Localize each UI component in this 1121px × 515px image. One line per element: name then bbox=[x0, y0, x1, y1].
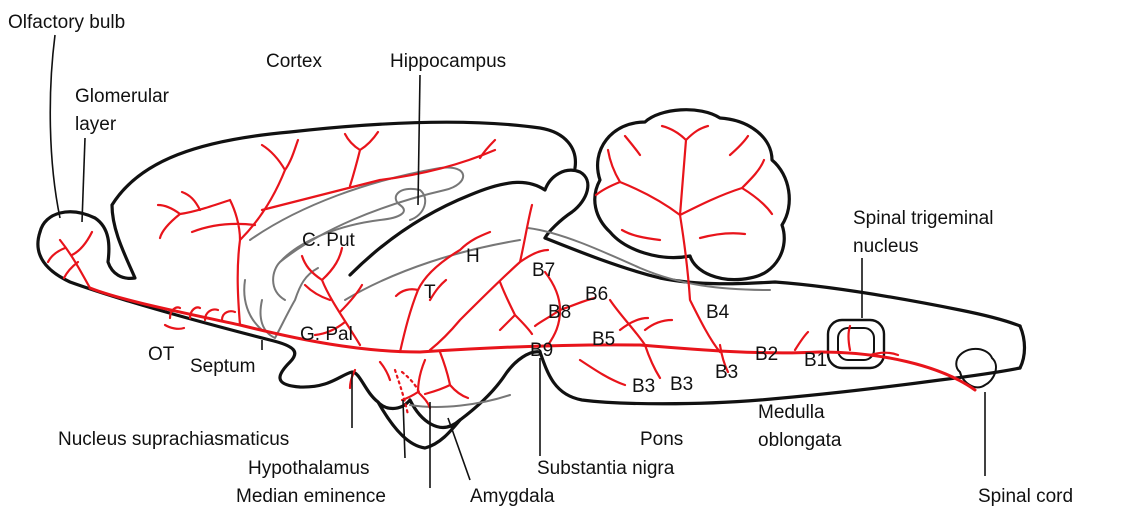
projection-fibers bbox=[48, 126, 975, 415]
leader-lines bbox=[50, 35, 985, 488]
hypothalamus-leader bbox=[403, 400, 405, 458]
septum-outline bbox=[244, 280, 262, 330]
hippocampus-outline bbox=[250, 167, 463, 300]
cerebellar-fibers bbox=[596, 126, 772, 352]
label-b3-first: B3 bbox=[632, 376, 655, 397]
label-b7: B7 bbox=[532, 260, 555, 281]
label-spinal-trigeminal-line2: nucleus bbox=[853, 236, 919, 257]
brainstem-outline bbox=[540, 352, 1020, 404]
label-t: T bbox=[424, 282, 436, 303]
label-septum: Septum bbox=[190, 356, 255, 377]
label-g-pal: G. Pal bbox=[300, 324, 353, 345]
label-b1: B1 bbox=[804, 350, 827, 371]
cortex-fibers bbox=[158, 132, 495, 325]
spinal-cord-end bbox=[1020, 326, 1025, 368]
label-ot: OT bbox=[148, 344, 175, 365]
label-b8: B8 bbox=[548, 302, 571, 323]
raphe-dorsal-fibers bbox=[430, 205, 548, 350]
olfactory-bulb-outline bbox=[40, 122, 575, 278]
label-cortex: Cortex bbox=[266, 51, 322, 72]
label-b2: B2 bbox=[755, 344, 778, 365]
b5-b6-fibers bbox=[610, 300, 672, 378]
label-h: H bbox=[466, 246, 480, 267]
label-olfactory-bulb: Olfactory bulb bbox=[8, 12, 125, 33]
hippocampus-leader bbox=[418, 75, 420, 205]
label-b3-second: B3 bbox=[670, 374, 693, 395]
label-hippocampus: Hippocampus bbox=[390, 51, 506, 72]
ventral-outline bbox=[38, 232, 540, 427]
label-medulla-line2: oblongata bbox=[758, 430, 842, 451]
internal-structures bbox=[244, 167, 996, 406]
label-c-put: C. Put bbox=[302, 230, 356, 251]
label-b4: B4 bbox=[706, 302, 730, 323]
label-medulla-line1: Medulla bbox=[758, 402, 825, 423]
label-glomerular-line2: layer bbox=[75, 114, 117, 135]
label-b9: B9 bbox=[530, 340, 553, 361]
label-b3-third: B3 bbox=[715, 362, 738, 383]
amygdala-leader bbox=[448, 418, 470, 480]
label-pons: Pons bbox=[640, 429, 683, 450]
label-hypothalamus: Hypothalamus bbox=[248, 458, 369, 479]
olfactory-bulb-leader bbox=[50, 35, 60, 218]
glomerular-leader bbox=[82, 138, 85, 222]
label-spinal-cord: Spinal cord bbox=[978, 486, 1073, 507]
label-amygdala: Amygdala bbox=[470, 486, 555, 507]
label-b6: B6 bbox=[585, 284, 608, 305]
label-median-eminence: Median eminence bbox=[236, 486, 386, 507]
label-glomerular-line1: Glomerular bbox=[75, 86, 170, 107]
label-spinal-trigeminal-line1: Spinal trigeminal bbox=[853, 208, 993, 229]
label-nucleus-suprachiasmaticus: Nucleus suprachiasmaticus bbox=[58, 429, 289, 450]
olfactory-fibers bbox=[48, 232, 92, 288]
label-substantia-nigra: Substantia nigra bbox=[537, 458, 675, 479]
label-b5: B5 bbox=[592, 329, 615, 350]
